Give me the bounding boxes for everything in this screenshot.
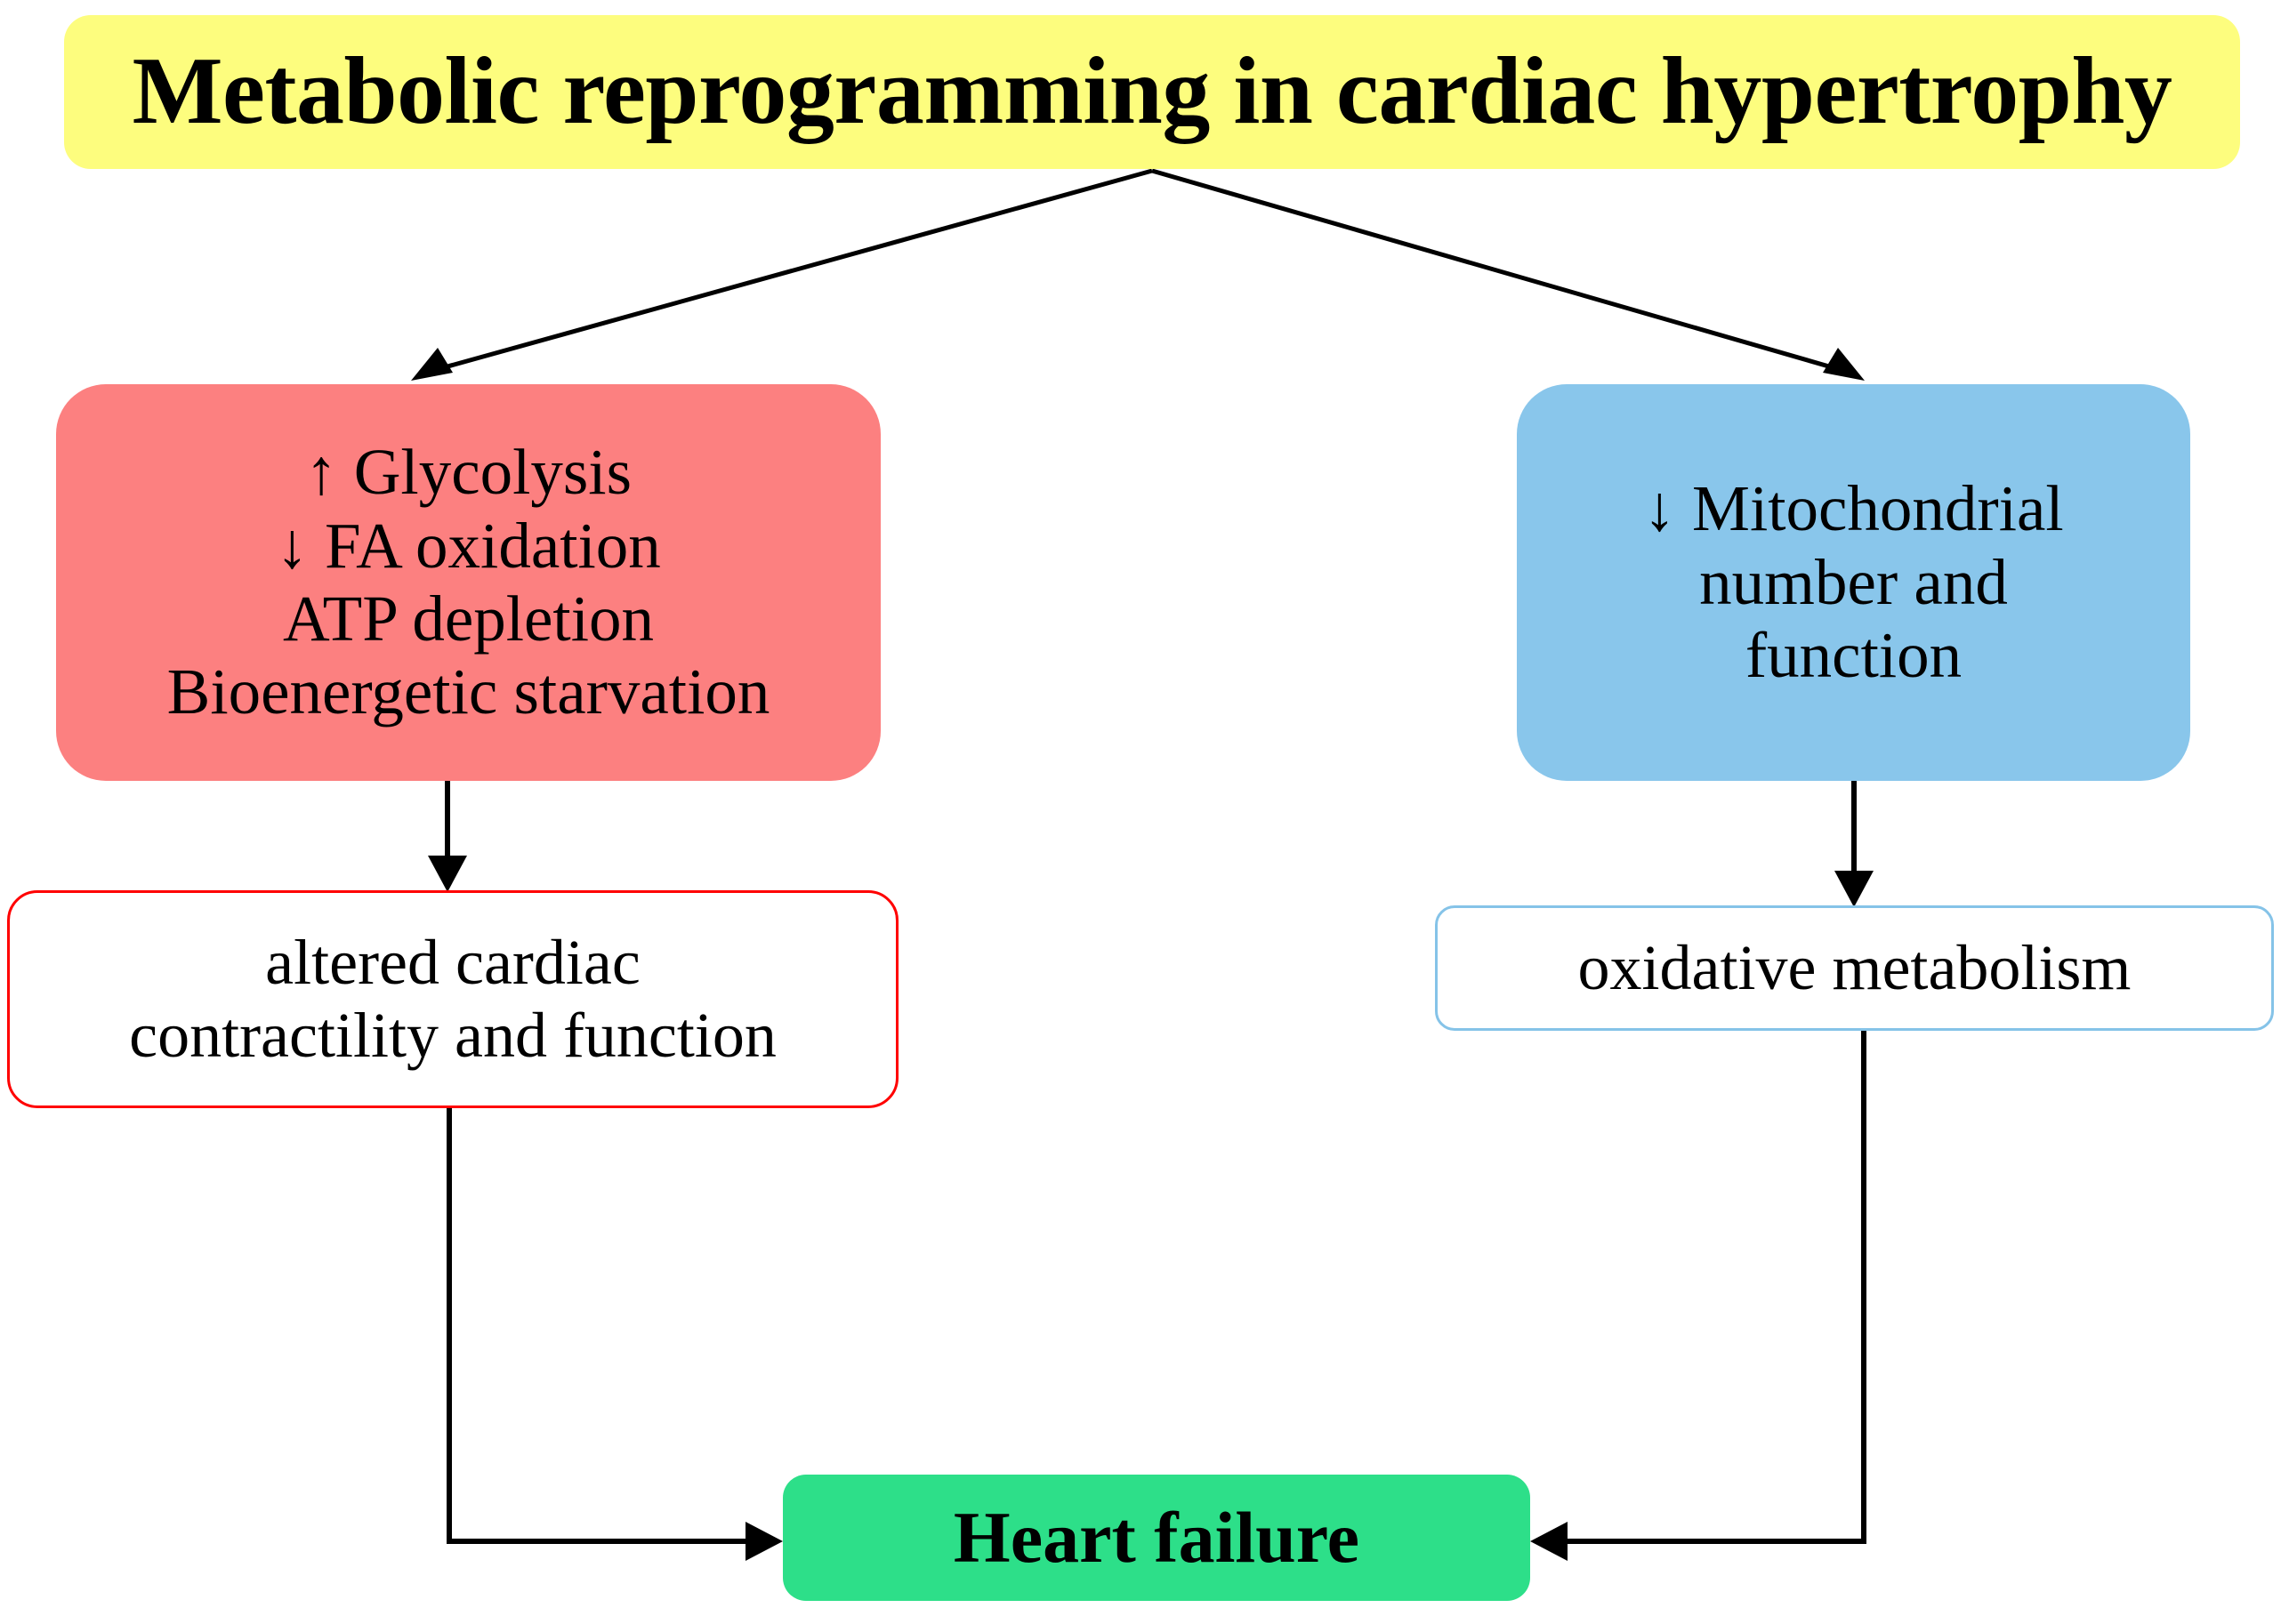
- node-mitochondrial: ↓ Mitochondrial number and function: [1517, 384, 2190, 781]
- node-mitochondrial-line-3: function: [1745, 619, 1963, 692]
- node-mitochondrial-line-1: ↓ Mitochondrial: [1643, 472, 2064, 545]
- node-altered-cardiac-contractility: altered cardiac contractility and functi…: [7, 890, 899, 1108]
- node-contractility-line-1: altered cardiac: [265, 927, 641, 999]
- edge-glycolysis-to-contractility: [428, 781, 467, 892]
- edge-mitochondrial-to-oxidative: [1834, 781, 1874, 907]
- page-title: Metabolic reprogramming in cardiac hyper…: [132, 38, 2172, 145]
- node-glycolysis-line-3: ATP depletion: [282, 583, 654, 655]
- node-oxidative-label: oxidative metabolism: [1577, 931, 2132, 1003]
- node-mitochondrial-line-2: number and: [1699, 545, 2008, 618]
- edge-title-to-glycolysis: [411, 168, 1153, 381]
- node-oxidative-metabolism: oxidative metabolism: [1435, 905, 2274, 1031]
- node-heart-failure: Heart failure: [783, 1475, 1530, 1601]
- node-glycolysis-line-1: ↑ Glycolysis: [304, 436, 633, 509]
- node-glycolysis: ↑ Glycolysis ↓ FA oxidation ATP depletio…: [56, 384, 881, 781]
- node-glycolysis-line-4: Bioenergetic starvation: [166, 655, 770, 728]
- title-banner: Metabolic reprogramming in cardiac hyper…: [64, 15, 2240, 169]
- node-glycolysis-line-2: ↓ FA oxidation: [276, 509, 661, 582]
- edge-title-to-mitochondrial: [1151, 168, 1865, 381]
- node-heart-failure-label: Heart failure: [953, 1496, 1360, 1578]
- edge-oxidative-to-heart-failure: [1530, 1031, 1866, 1561]
- edge-contractility-to-heart-failure: [447, 1108, 783, 1561]
- node-contractility-line-2: contractility and function: [129, 999, 777, 1071]
